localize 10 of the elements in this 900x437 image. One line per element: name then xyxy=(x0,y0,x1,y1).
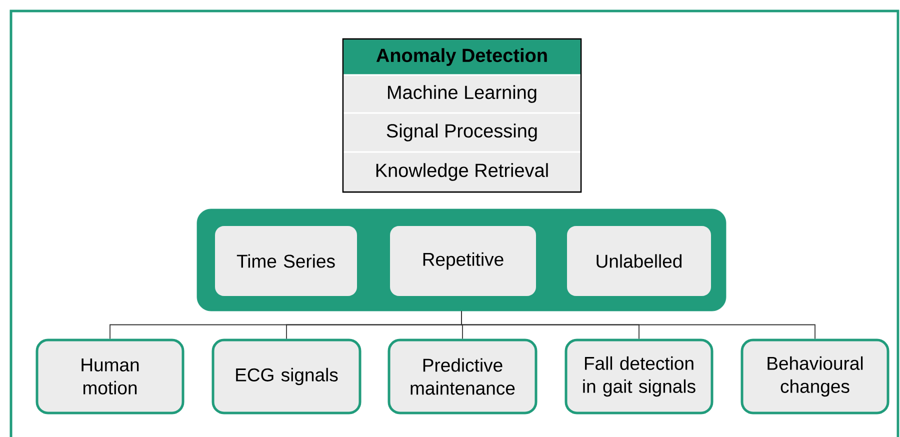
category-box: Unlabelled xyxy=(567,226,711,296)
category-box: Time Series xyxy=(215,226,357,296)
application-box: Predictive maintenance xyxy=(388,338,538,414)
category-box: Repetitive xyxy=(390,226,536,296)
application-box: Behavioural changes xyxy=(740,338,890,414)
category-table: Anomaly Detection Machine Learning Signal Processing Knowledge Retrieval xyxy=(342,38,582,193)
connector-line xyxy=(461,310,816,340)
application-box: Fall detection in gait signals xyxy=(564,338,714,414)
application-box: ECG signals xyxy=(212,338,362,414)
application-box: Human motion xyxy=(36,338,184,414)
